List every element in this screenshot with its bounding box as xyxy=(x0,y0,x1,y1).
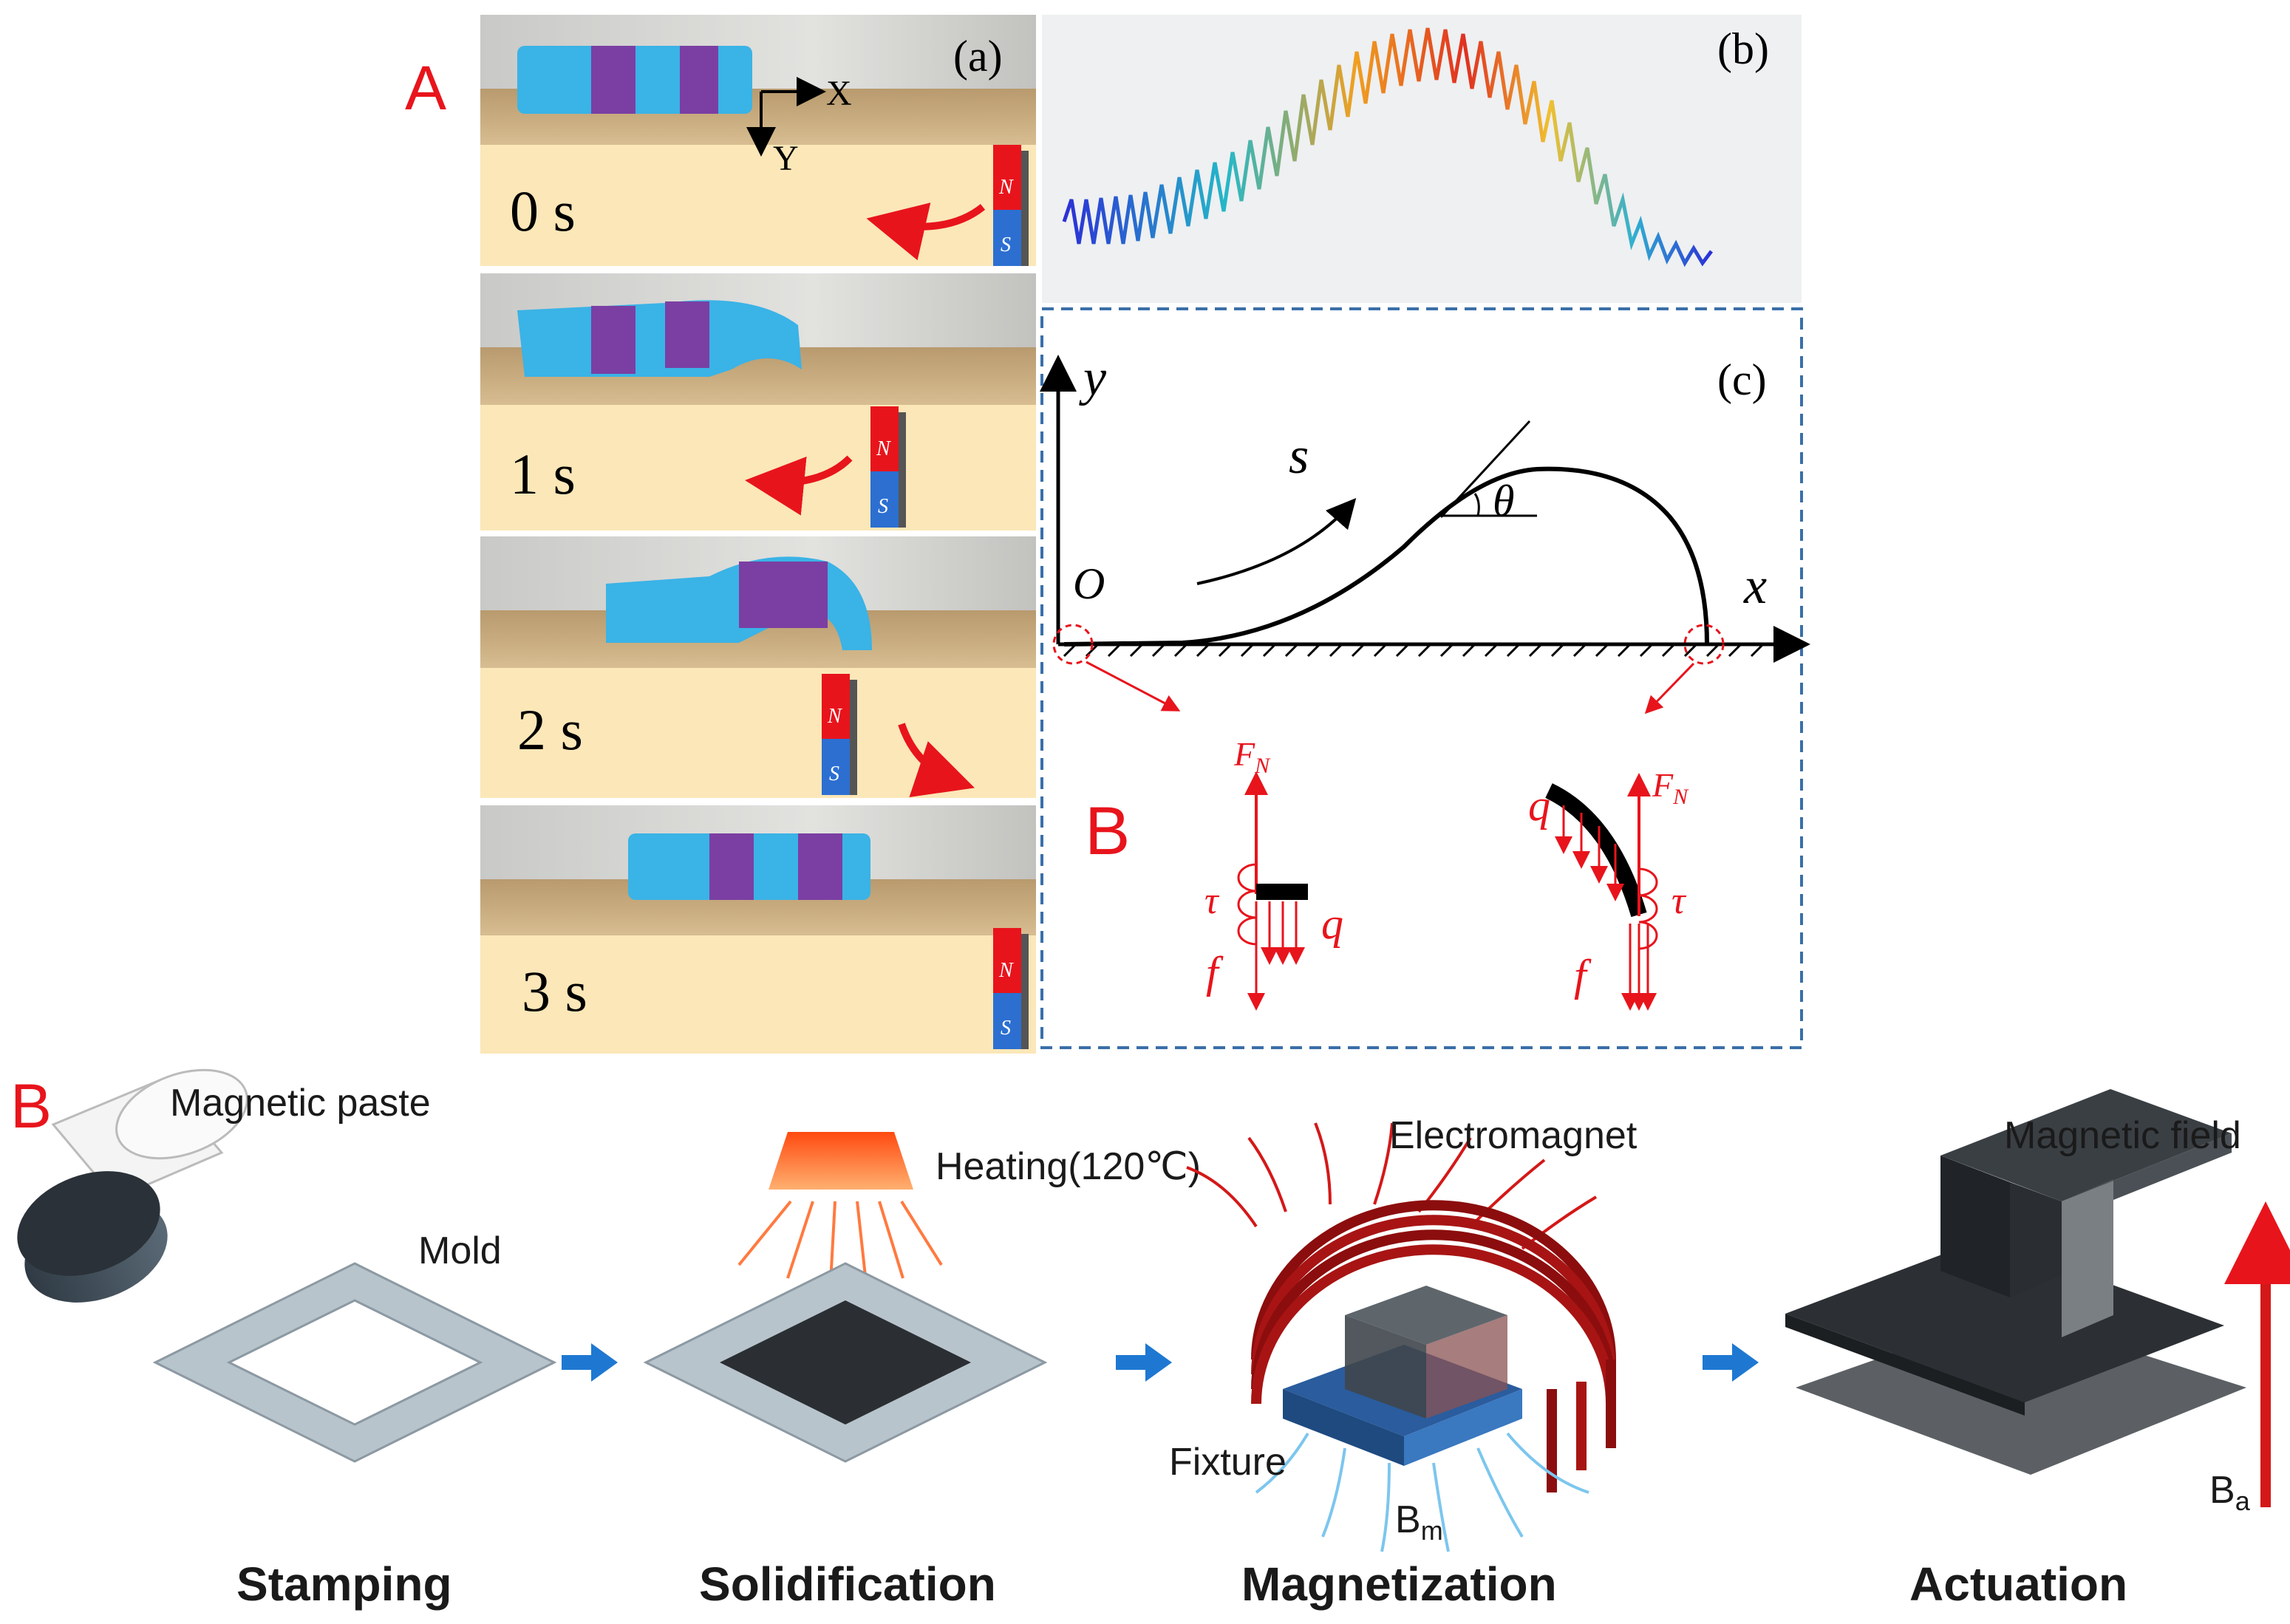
step-stamping: Magnetic paste Mold Stamping xyxy=(17,1068,557,1611)
bm-label: Bm xyxy=(1395,1498,1443,1546)
frame-time-0: 0 s xyxy=(510,179,576,243)
step-label-solidification: Solidification xyxy=(699,1558,996,1611)
top-plate-icon xyxy=(1785,1238,2224,1402)
step-label-magnetization: Magnetization xyxy=(1241,1558,1557,1611)
sub-c-label: (c) xyxy=(1717,355,1767,404)
y-axis-label: y xyxy=(1079,349,1107,406)
force-q-right: q xyxy=(1528,781,1550,830)
contact-right xyxy=(1683,624,1725,665)
sub-a-label: (a) xyxy=(953,32,1003,81)
paste-cylinder-icon xyxy=(17,1068,248,1303)
field-lines-red xyxy=(1186,1122,1598,1250)
panel-a-label: A xyxy=(405,53,446,123)
force-fn-right: FN xyxy=(1652,766,1689,809)
flow-arrow-2 xyxy=(1116,1343,1172,1382)
free-body-right: FN q τ f xyxy=(1528,766,1689,1011)
svg-text:N: N xyxy=(998,959,1014,982)
frame-time-1: 1 s xyxy=(510,442,576,506)
field-label: Magnetic field xyxy=(2004,1114,2241,1157)
svg-text:N: N xyxy=(827,705,842,728)
fixture-label: Fixture xyxy=(1169,1441,1287,1484)
paste-label: Magnetic paste xyxy=(170,1082,431,1125)
ba-label: Ba xyxy=(2209,1469,2251,1516)
sub-b-label: (b) xyxy=(1717,24,1769,73)
svg-text:S: S xyxy=(1001,233,1011,256)
force-fn-left: FN xyxy=(1233,735,1271,778)
magnet-icon: N S xyxy=(870,406,906,528)
electromagnet-label: Electromagnet xyxy=(1389,1114,1638,1157)
svg-text:S: S xyxy=(829,762,839,785)
tangent-line xyxy=(1439,420,1531,519)
robot-body xyxy=(517,300,802,377)
fixture-icon xyxy=(1283,1286,1522,1466)
svg-text:N: N xyxy=(998,176,1014,199)
step-actuation: Magnetic field Ba Actuation xyxy=(1785,1089,2290,1611)
free-body-left: FN τ q f xyxy=(1204,735,1343,1011)
flow-arrow-1 xyxy=(562,1343,618,1382)
simulation-panel: (b) xyxy=(1042,15,1802,303)
photo-frame-2: 2 s N S xyxy=(480,536,1036,798)
frame-time-3: 3 s xyxy=(522,959,587,1023)
arc-length-label: s xyxy=(1289,428,1309,485)
schematic-frame xyxy=(1040,307,1803,1049)
step-magnetization: Electromagnet Fixture Bm xyxy=(1169,1114,1638,1611)
heat-rays xyxy=(737,1200,943,1283)
mold-label: Mold xyxy=(418,1229,502,1272)
beam-curve xyxy=(1063,466,1709,646)
mold-icon xyxy=(152,1262,557,1463)
step-solidification: Heating(120℃) Solidification xyxy=(643,1132,1201,1611)
inset-label: B xyxy=(1085,794,1130,869)
magnet-icon: N S xyxy=(993,145,1029,266)
origin-label: O xyxy=(1073,559,1105,608)
magnet-icon: N S xyxy=(993,928,1029,1049)
svg-text:S: S xyxy=(878,495,888,518)
arc-length-arrow xyxy=(1196,497,1357,585)
t-block-icon xyxy=(1940,1089,2232,1201)
magnet-icon: N S xyxy=(822,674,857,795)
heating-label: Heating(120℃) xyxy=(936,1145,1201,1188)
photo-frame-1: 1 s N S xyxy=(480,273,1036,530)
photo-frame-3: 3 s N S xyxy=(480,805,1036,1054)
force-tau-left: τ xyxy=(1204,880,1220,922)
force-q-left: q xyxy=(1321,899,1343,948)
contact-left xyxy=(1052,624,1094,665)
spring-simulation xyxy=(1062,27,1713,267)
svg-text:N: N xyxy=(876,437,891,460)
panel-b-label: B xyxy=(10,1071,52,1141)
step-label-actuation: Actuation xyxy=(1909,1558,2127,1611)
frame-time-2: 2 s xyxy=(517,697,583,762)
force-f-right: f xyxy=(1574,951,1592,1000)
photo-axis-x: X xyxy=(826,74,852,113)
angle-label: θ xyxy=(1493,477,1514,525)
heater-icon xyxy=(769,1132,913,1190)
ground-hatch xyxy=(1063,643,1765,658)
electromagnet-coil-icon xyxy=(1251,1200,1616,1492)
x-axis-label: x xyxy=(1743,558,1767,615)
force-f-left: f xyxy=(1206,948,1224,997)
photo-frame-0: (a) X Y 0 s N S xyxy=(480,15,1036,266)
solid-paste-icon xyxy=(720,1300,971,1425)
photo-axis-y: Y xyxy=(773,139,799,178)
svg-text:S: S xyxy=(1001,1017,1011,1040)
field-lines-blue xyxy=(1255,1432,1589,1552)
force-tau-right: τ xyxy=(1672,880,1687,922)
flow-arrow-3 xyxy=(1703,1343,1759,1382)
mechanics-schematic: (c) y x O θ xyxy=(1040,307,1810,1049)
step-label-stamping: Stamping xyxy=(236,1558,452,1611)
photo-sequence: (a) X Y 0 s N S 1 s xyxy=(480,15,1036,1054)
